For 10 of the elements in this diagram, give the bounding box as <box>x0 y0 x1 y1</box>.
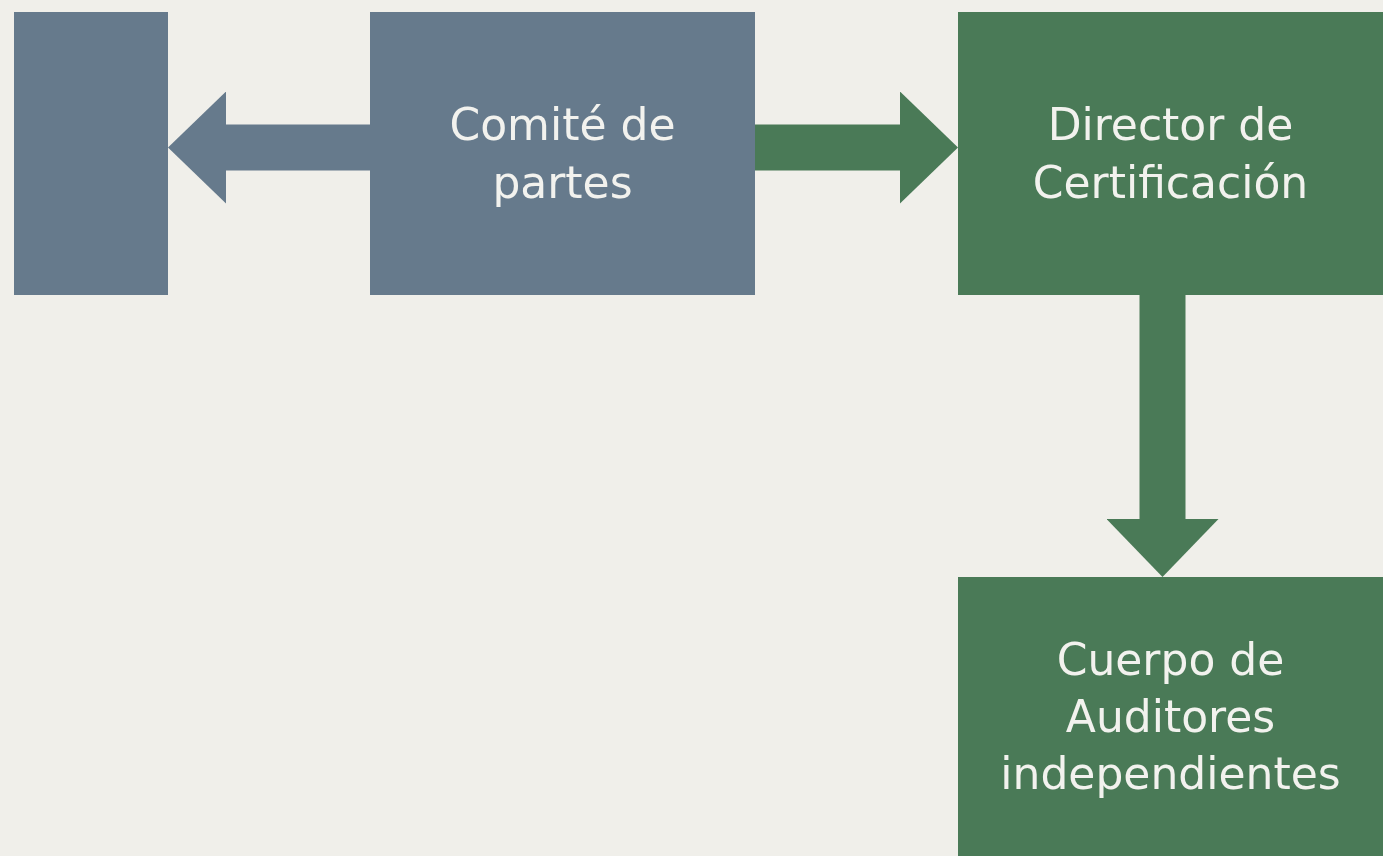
box-label: Cuerpo de Auditores independientes <box>999 632 1342 802</box>
process-box <box>958 577 1383 856</box>
block-arrow <box>168 91 370 204</box>
process-box <box>958 12 1383 295</box>
block-arrow <box>1106 295 1219 577</box>
box-label: Comité de partes <box>448 98 677 210</box>
box-label: Director de Certificación <box>1031 98 1310 210</box>
block-arrow <box>755 91 958 204</box>
process-box <box>370 12 755 295</box>
empty-box <box>14 12 168 295</box>
